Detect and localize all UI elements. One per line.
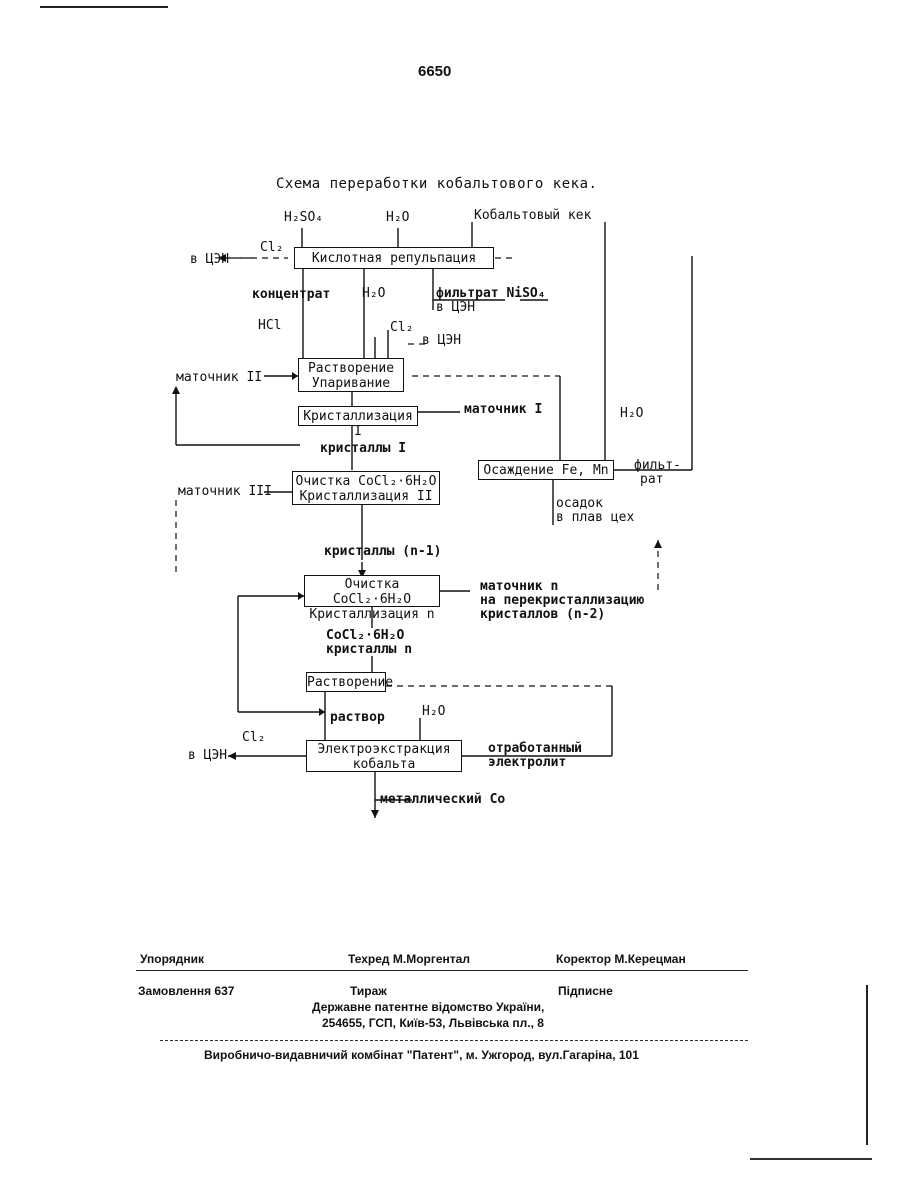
- label-metal-cobalt: металлический Co: [380, 792, 505, 807]
- label-cocl2-crystals-1: CoCl₂·6H₂O: [326, 628, 404, 643]
- label-to-czn-3: в ЦЭН: [188, 748, 227, 763]
- label-mother-liquor-n-1: маточник n: [480, 579, 558, 594]
- label-to-czn-2: в ЦЭН: [422, 333, 461, 348]
- label-cocl2-crystals-2: кристаллы n: [326, 642, 412, 657]
- footer-divider-2: [160, 1040, 748, 1041]
- footer-circulation: Тираж: [350, 984, 387, 998]
- box-purification-n-line1: Очистка CoCl₂·6H₂O: [305, 577, 439, 607]
- box-precipitation-fe-mn: Осаждение Fe, Mn: [478, 460, 614, 480]
- label-solution: раствор: [330, 710, 385, 725]
- label-filtrate-right-2: рат: [640, 472, 663, 487]
- label-h2o-top: H₂O: [386, 210, 409, 225]
- footer-order: Замовлення 637: [138, 984, 234, 998]
- label-mother-liquor-1: маточник I: [464, 402, 542, 417]
- label-mother-liquor-n-3: кристаллов (n-2): [480, 607, 605, 622]
- box-purification-2: Очистка CoCl₂·6H₂O Кристаллизация II: [292, 471, 440, 505]
- label-crystals-n-1: кристаллы (n-1): [324, 544, 441, 559]
- footer-corrector: Коректор М.Керецман: [556, 952, 686, 966]
- box-dissolve-evaporate-line1: Растворение: [299, 361, 403, 376]
- box-electroextraction: Электроэкстракция кобальта: [306, 740, 462, 772]
- footer-office-line2: 254655, ГСП, Київ-53, Львівська пл., 8: [322, 1016, 544, 1030]
- label-filtrate-right-1: фильт-: [634, 458, 681, 473]
- box-purification-n-line2: Кристаллизация n: [305, 607, 439, 622]
- box-purification-2-line2: Кристаллизация II: [293, 489, 439, 504]
- box-dissolution: Растворение: [306, 672, 386, 692]
- label-mother-liquor-3: маточник III: [178, 484, 272, 499]
- label-filtrate-niso4: фильтрат NiSO₄: [436, 286, 546, 301]
- label-spent-electrolyte-2: электролит: [488, 755, 566, 770]
- box-purification-2-line1: Очистка CoCl₂·6H₂O: [293, 474, 439, 489]
- footer-office-line1: Державне патентне відомство України,: [312, 1000, 544, 1014]
- label-cl2-top: Cl₂: [260, 240, 283, 255]
- label-sediment-2: в плав цех: [556, 510, 634, 525]
- label-crystals-1: кристаллы I: [320, 441, 406, 456]
- label-h2o-bottom: H₂O: [422, 704, 445, 719]
- label-concentrate: концентрат: [252, 287, 330, 302]
- label-to-czn-1: в ЦЭН: [190, 252, 229, 267]
- footer-techred: Техред М.Моргентал: [348, 952, 470, 966]
- box-purification-n: Очистка CoCl₂·6H₂O Кристаллизация n: [304, 575, 440, 607]
- label-mother-liquor-2: маточник II: [176, 370, 262, 385]
- label-h2o-mid: H₂O: [362, 286, 385, 301]
- box-electroextraction-line2: кобальта: [307, 757, 461, 772]
- label-hcl: HCl: [258, 318, 281, 333]
- label-sediment-1: осадок: [556, 496, 603, 511]
- label-mother-liquor-n-2: на перекристаллизацию: [480, 593, 644, 608]
- footer-signed: Підписне: [558, 984, 613, 998]
- box-acid-repulping: Кислотная репульпация: [294, 247, 494, 269]
- box-dissolve-evaporate: Растворение Упаривание: [298, 358, 404, 392]
- label-h2so4: H₂SO₄: [284, 210, 323, 225]
- footer-plant: Виробничо-видавничий комбінат "Патент", …: [204, 1048, 639, 1062]
- label-cl2-bottom: Cl₂: [242, 730, 265, 745]
- footer-compiler: Упорядник: [140, 952, 204, 966]
- label-filtrate-dest: в ЦЭН: [436, 300, 475, 315]
- label-cobalt-cake: Кобальтовый кек: [474, 208, 591, 223]
- footer-divider-1: [136, 970, 748, 971]
- box-dissolve-evaporate-line2: Упаривание: [299, 376, 403, 391]
- box-crystallization-1: Кристаллизация I: [298, 406, 418, 426]
- label-cl2-mid: Cl₂: [390, 320, 413, 335]
- box-electroextraction-line1: Электроэкстракция: [307, 742, 461, 757]
- label-h2o-right: H₂O: [620, 406, 643, 421]
- label-spent-electrolyte-1: отработанный: [488, 741, 582, 756]
